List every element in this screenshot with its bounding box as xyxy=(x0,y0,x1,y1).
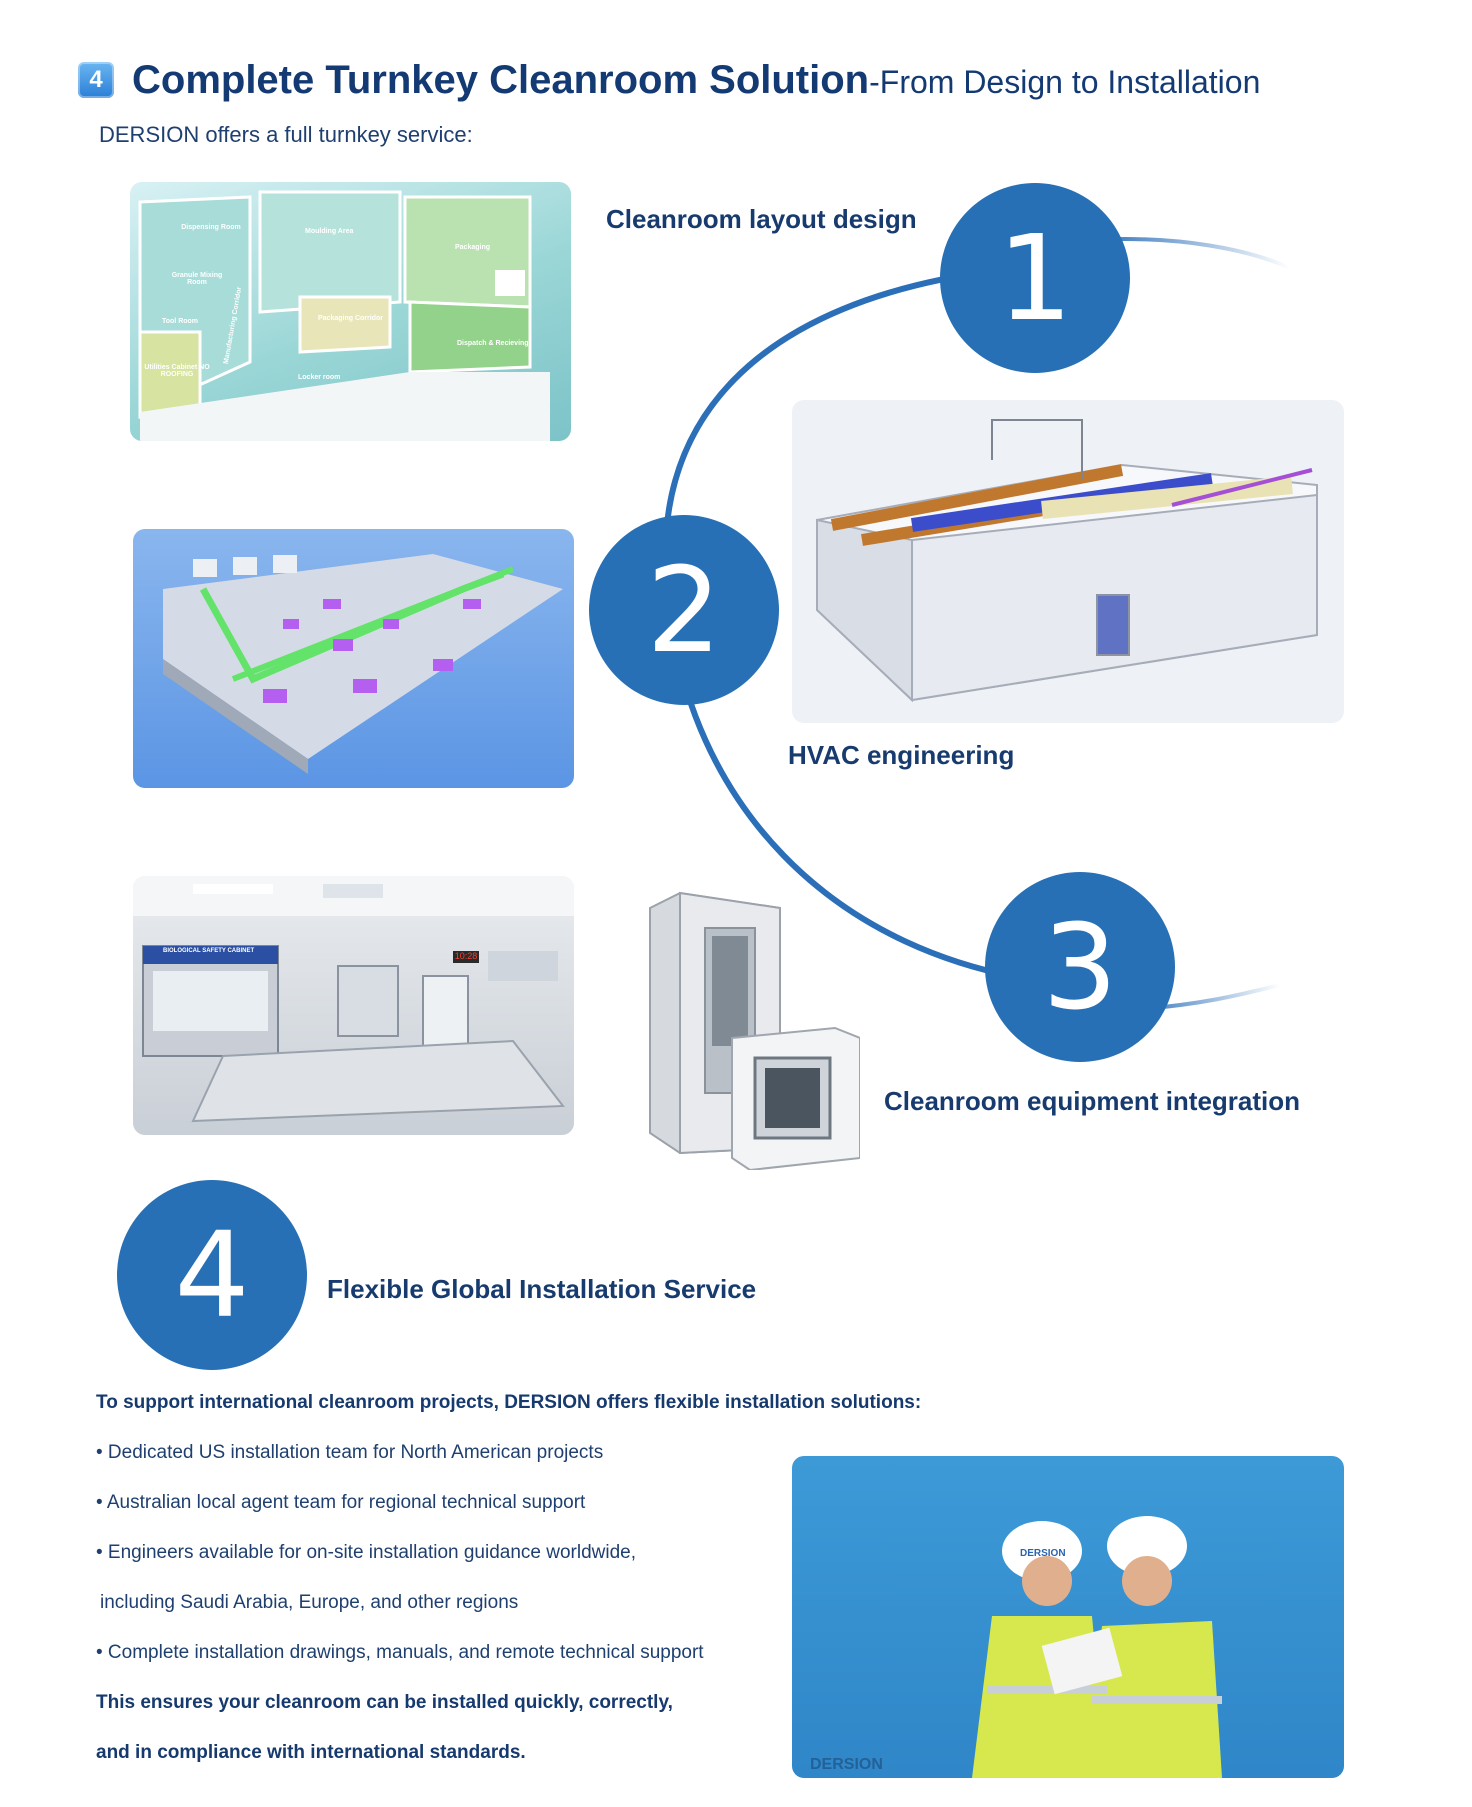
step-2-label: HVAC engineering xyxy=(788,740,1015,770)
section-number-badge: 4 xyxy=(78,62,114,98)
wall-brand-text: DERSION xyxy=(810,1756,883,1773)
installation-bullet-continuation: including Saudi Arabia, Europe, and othe… xyxy=(100,1592,519,1613)
clock-display: 10:28 xyxy=(454,951,478,961)
step-4-circle: 4 xyxy=(117,1180,307,1370)
room-label: Utilities Cabinet NO ROOFING xyxy=(144,364,210,378)
installation-intro: To support international cleanroom proje… xyxy=(96,1392,922,1413)
installation-bullet: • Complete installation drawings, manual… xyxy=(96,1642,704,1663)
installation-team-image: DERSION DERSION xyxy=(792,1456,1344,1778)
step-1-circle: 1 xyxy=(940,183,1130,373)
room-label: Tool Room xyxy=(162,318,199,325)
laboratory-image: BIOLOGICAL SAFETY CABINET 10:28 xyxy=(133,876,574,1135)
duct-illustration xyxy=(163,554,563,774)
title-subtitle: -From Design to Installation xyxy=(869,64,1261,100)
room-label: Granule Mixing Room xyxy=(171,272,223,286)
step-4-label: Flexible Global Installation Service xyxy=(327,1274,757,1304)
room-label: Locker room xyxy=(298,374,341,381)
step-3-label: Cleanroom equipment integration xyxy=(884,1086,1301,1116)
duct-design-image xyxy=(133,529,574,788)
room-label: Moulding Area xyxy=(305,228,354,235)
installation-bullet: • Engineers available for on-site instal… xyxy=(96,1542,637,1563)
room-label: Dispensing Room xyxy=(181,224,241,231)
intro-text: DERSION offers a full turnkey service: xyxy=(99,122,473,147)
installation-bullet: • Dedicated US installation team for Nor… xyxy=(96,1442,604,1463)
helmet-text: DERSION xyxy=(1020,1548,1066,1559)
title-main: Complete Turnkey Cleanroom Solution xyxy=(132,58,870,102)
cabinet-label: BIOLOGICAL SAFETY CABINET xyxy=(163,948,255,954)
equipment-illustration xyxy=(649,891,860,1170)
room-label: Packaging xyxy=(455,244,491,251)
layout-illustration xyxy=(138,190,550,441)
workers-illustration xyxy=(972,1516,1222,1778)
step-2-circle: 2 xyxy=(589,515,779,705)
installation-bullet: • Australian local agent team for region… xyxy=(96,1492,586,1513)
cleanroom-equipment-image xyxy=(640,888,860,1170)
step-1-label: Cleanroom layout design xyxy=(606,204,917,234)
hvac-illustration xyxy=(816,419,1318,703)
room-label: Packaging Corridor xyxy=(318,315,383,322)
page-title: Complete Turnkey Cleanroom Solution-From… xyxy=(132,58,1260,103)
room-label: Dispatch & Recieving xyxy=(457,340,529,347)
step-3-circle: 3 xyxy=(985,872,1175,1062)
closing-statement-line-2: and in compliance with international sta… xyxy=(96,1742,526,1763)
closing-statement-line-1: This ensures your cleanroom can be insta… xyxy=(96,1692,673,1713)
layout-design-image: Dispensing Room Moulding Area Packaging … xyxy=(130,182,571,441)
lab-illustration xyxy=(133,876,574,1123)
hvac-cleanroom-image xyxy=(792,400,1344,723)
